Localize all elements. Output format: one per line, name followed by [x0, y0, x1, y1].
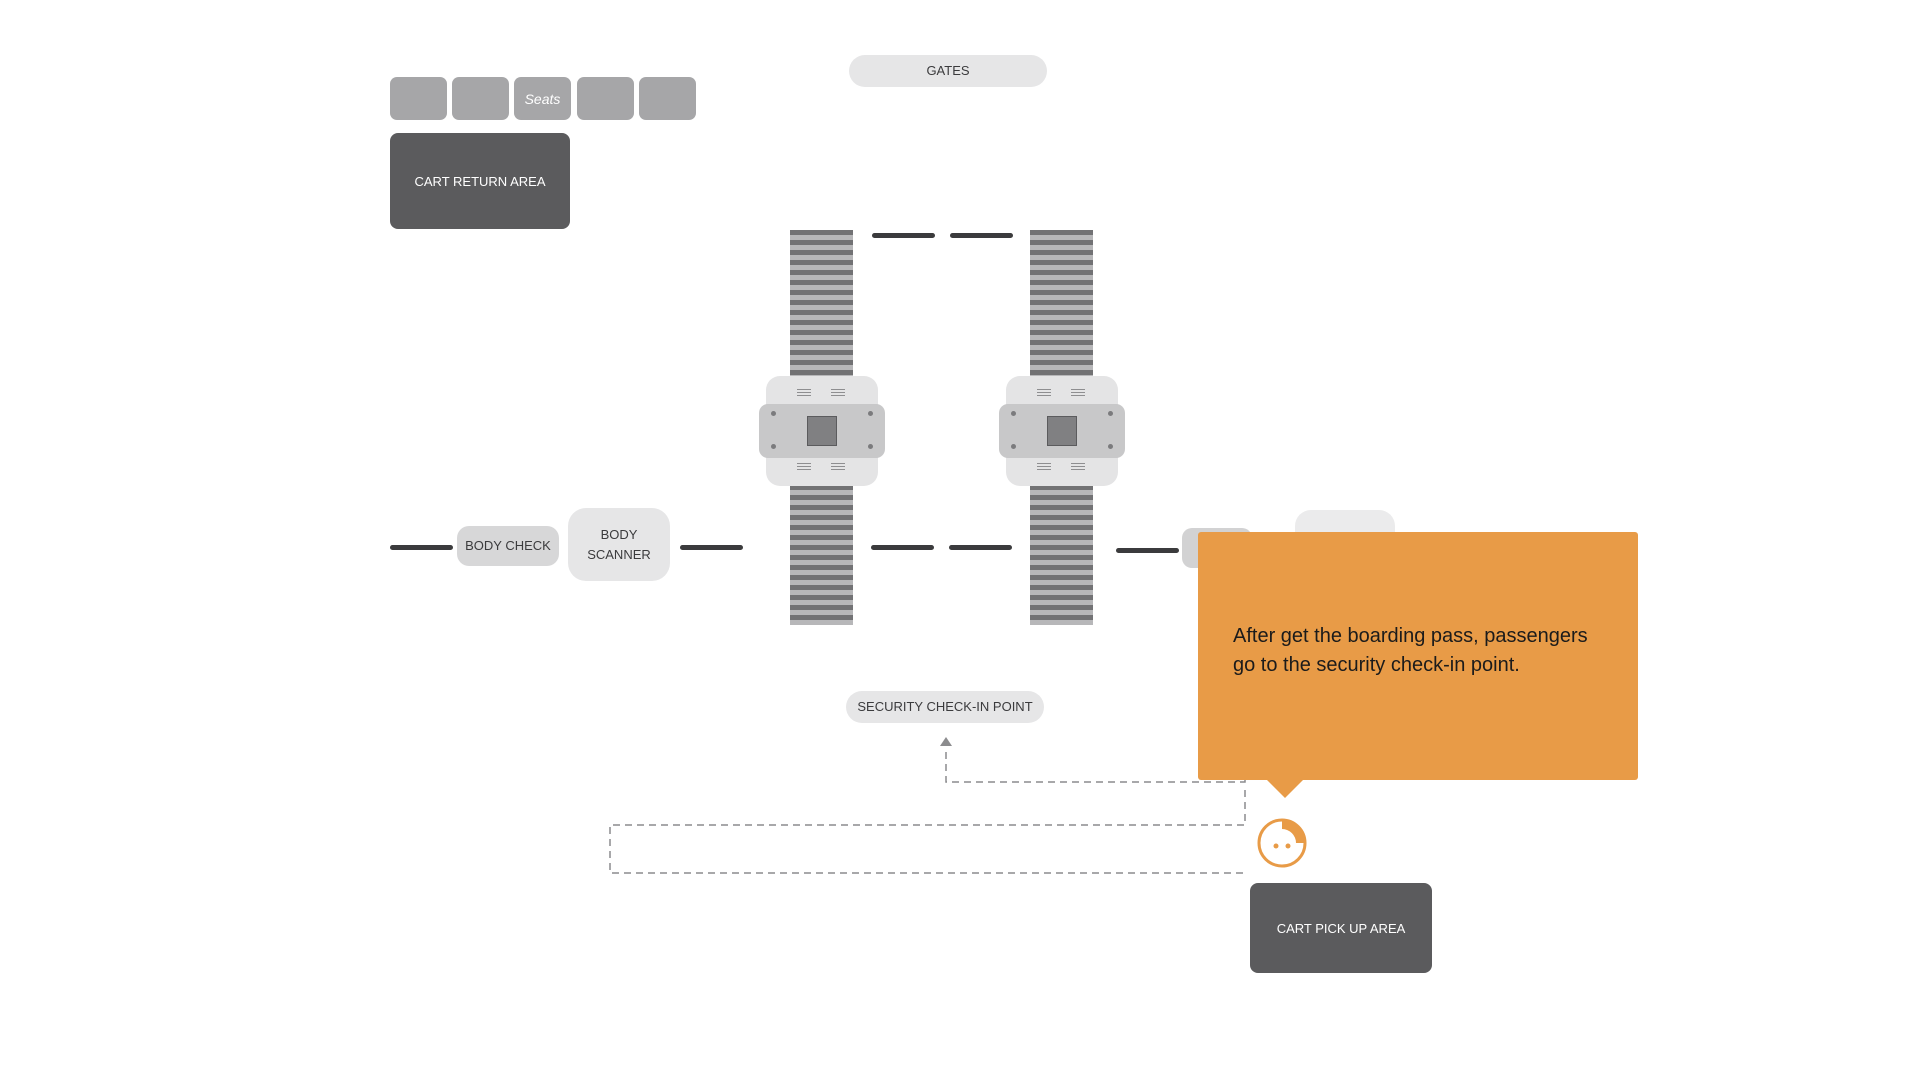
barrier-line	[680, 545, 743, 550]
arrow-up-icon	[940, 737, 952, 746]
passenger-icon[interactable]	[1256, 817, 1308, 869]
scanner-core	[1047, 416, 1077, 446]
xray-scanner-right	[999, 376, 1125, 486]
xray-scanner-left	[759, 376, 885, 486]
seat	[639, 77, 696, 120]
body-scanner-label: BODY SCANNER	[568, 508, 670, 581]
seat-labeled: Seats	[514, 77, 571, 120]
gates-label: GATES	[849, 55, 1047, 87]
security-checkin-label: SECURITY CHECK-IN POINT	[846, 691, 1044, 723]
seat	[390, 77, 447, 120]
cart-return-area: CART RETURN AREA	[390, 133, 570, 229]
conveyor-belt-right-top	[1030, 230, 1093, 380]
barrier-line	[390, 545, 453, 550]
seat	[577, 77, 634, 120]
conveyor-belt-left-top	[790, 230, 853, 380]
seat	[452, 77, 509, 120]
barrier-line	[872, 233, 935, 238]
barrier-line	[1116, 548, 1179, 553]
info-tooltip: After get the boarding pass, passengers …	[1198, 532, 1638, 798]
scanner-core	[807, 416, 837, 446]
barrier-line	[950, 233, 1013, 238]
cart-pickup-area: CART PICK UP AREA	[1250, 883, 1432, 973]
conveyor-belt-right-bottom	[1030, 485, 1093, 625]
tooltip-tail	[1267, 780, 1303, 798]
barrier-line	[871, 545, 934, 550]
body-check-label: BODY CHECK	[457, 526, 559, 566]
barrier-line	[949, 545, 1012, 550]
conveyor-belt-left-bottom	[790, 485, 853, 625]
tooltip-text: After get the boarding pass, passengers …	[1233, 625, 1588, 676]
